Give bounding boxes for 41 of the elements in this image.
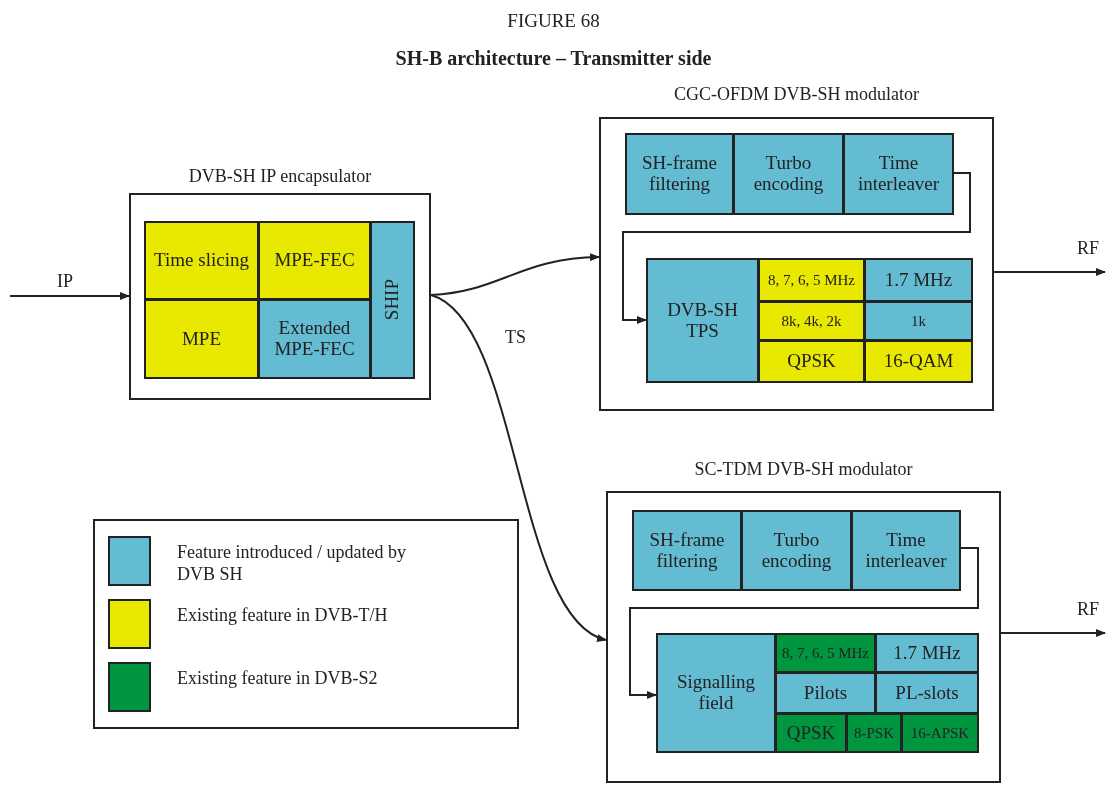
feature-block: Turbo encoding (733, 133, 844, 215)
feature-block: 8, 7, 6, 5 MHz (775, 633, 876, 673)
feature-block: SH-frame filtering (625, 133, 734, 215)
feature-block: PL-slots (875, 672, 979, 714)
feature-block: 16-APSK (901, 713, 979, 753)
feature-block: QPSK (775, 713, 847, 753)
arrow (622, 172, 971, 324)
feature-block: Turbo encoding (741, 510, 852, 591)
feature-block: 1.7 MHz (864, 258, 973, 302)
feature-block: Pilots (775, 672, 876, 714)
feature-block: SH-frame filtering (632, 510, 742, 591)
arrow (629, 547, 979, 699)
legend-text: Feature introduced / updated by DVB SH (177, 542, 407, 586)
legend-text: Existing feature in DVB-S2 (177, 668, 379, 690)
feature-block: MPE-FEC (258, 221, 371, 300)
diagram-title: SH-B architecture – Transmitter side (394, 47, 713, 70)
feature-block: Time interleaver (851, 510, 961, 591)
feature-block: DVB-SH TPS (646, 258, 759, 383)
feature-block: 8k, 4k, 2k (758, 301, 865, 341)
feature-block: 16-QAM (864, 340, 973, 383)
arrow (9, 292, 130, 300)
arrow (430, 294, 607, 641)
feature-block: Time slicing (144, 221, 259, 300)
arrow (993, 268, 1106, 276)
feature-block: Signalling field (656, 633, 776, 753)
feature-block: Extended MPE-FEC (258, 299, 371, 379)
feature-block: QPSK (758, 340, 865, 383)
arrow (430, 253, 600, 296)
feature-block: MPE (144, 299, 259, 379)
feature-block: SHIP (370, 221, 415, 379)
feature-block: 1.7 MHz (875, 633, 979, 673)
feature-block: 1k (864, 301, 973, 341)
feature-block: Time interleaver (843, 133, 954, 215)
legend-text: Existing feature in DVB-T/H (177, 605, 389, 627)
module-title: CGC-OFDM DVB-SH modulator (673, 84, 920, 105)
feature-block: 8-PSK (846, 713, 902, 753)
feature-block: 8, 7, 6, 5 MHz (758, 258, 865, 302)
arrow (1000, 629, 1106, 637)
module-title: DVB-SH IP encapsulator (187, 166, 373, 187)
module-title: SC-TDM DVB-SH modulator (693, 459, 914, 480)
figure-number: FIGURE 68 (506, 10, 601, 32)
